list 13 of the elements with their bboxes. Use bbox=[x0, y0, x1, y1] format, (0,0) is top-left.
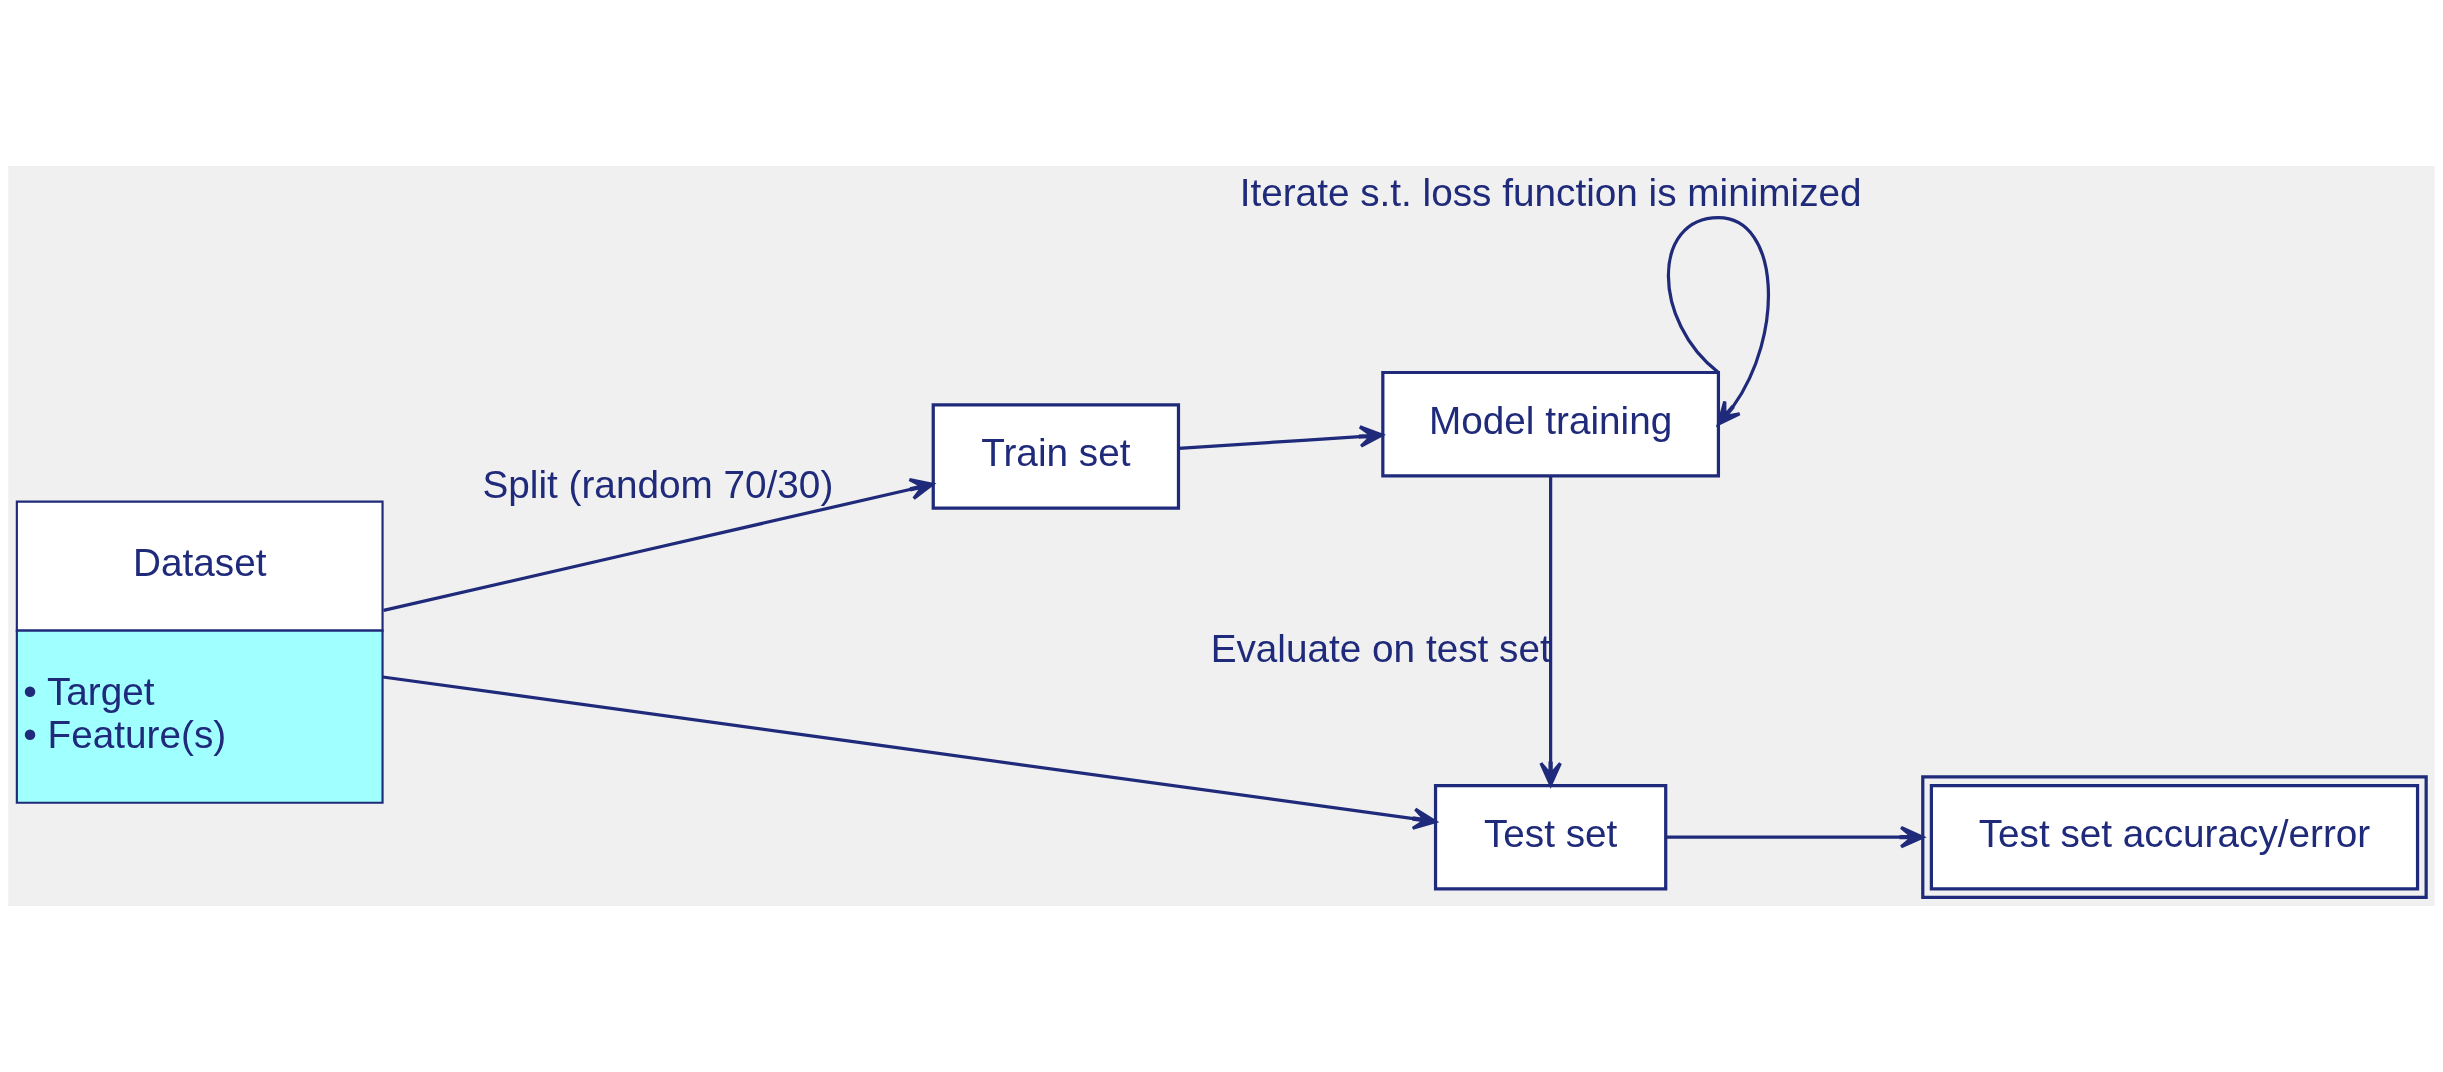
node-box: Train set bbox=[931, 403, 1181, 510]
edge-label: Split (random 70/30) bbox=[482, 463, 834, 507]
arrow bbox=[1539, 476, 1562, 787]
arrow bbox=[1178, 425, 1384, 451]
arrow bbox=[382, 675, 1438, 830]
node-box: Test set accuracy/error bbox=[1921, 775, 2428, 899]
edge-label: Iterate s.t. loss function is minimized bbox=[1239, 170, 1862, 214]
arrow bbox=[1666, 825, 1925, 849]
edge-label: Evaluate on test set bbox=[1210, 626, 1551, 670]
node-box: Model training bbox=[1381, 370, 1721, 478]
arrow bbox=[383, 478, 935, 612]
arrow bbox=[1666, 216, 1770, 426]
node-box: Test set bbox=[1433, 783, 1668, 891]
